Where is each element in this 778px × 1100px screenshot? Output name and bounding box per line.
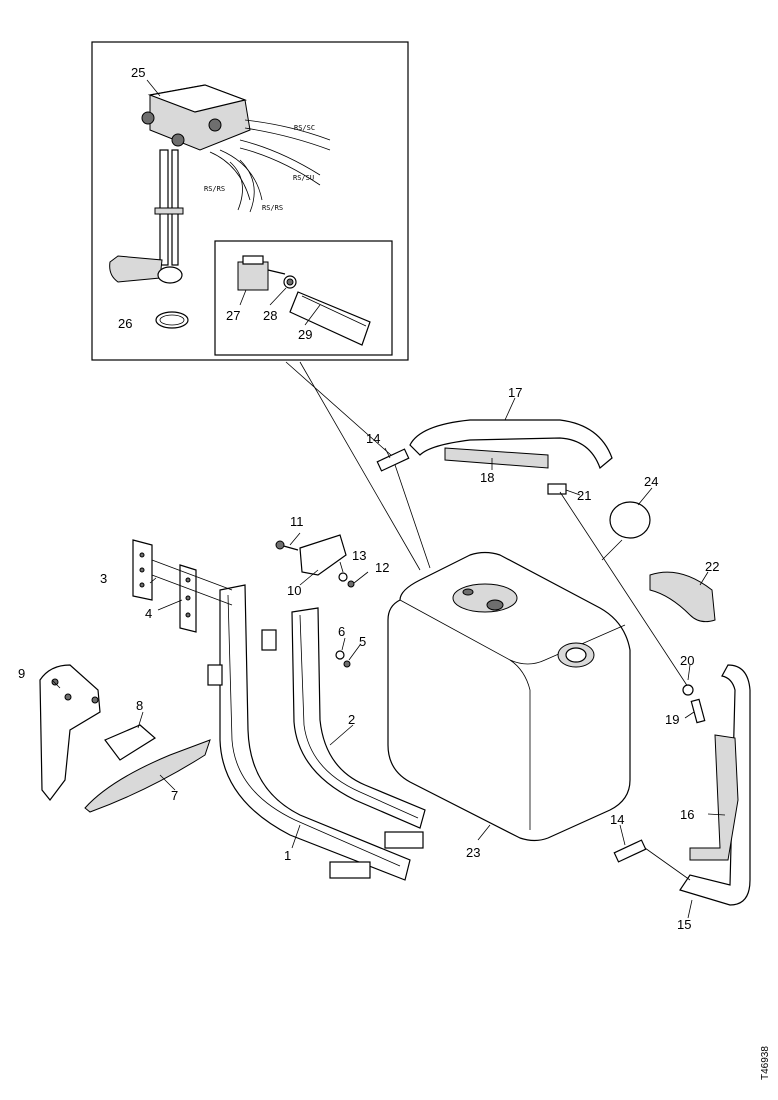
clamp-bracket [275,534,355,668]
callout-18: 18 [480,470,494,485]
callout-labels: 25 26 27 28 29 17 14 18 21 24 11 13 12 1… [18,65,719,932]
mounting-plate [132,539,233,633]
callout-13: 13 [352,548,366,563]
callout-1: 1 [284,848,291,863]
sender-unit-inset: RS/SC RS/SU RS/RS RS/RS [91,41,409,361]
strap-cover [649,571,716,623]
fuel-level-sender [109,84,251,284]
hose-label-rs-su: RS/SU [293,174,314,182]
hose-label-rs-rs-1: RS/RS [204,185,225,193]
callout-22: 22 [705,559,719,574]
callout-3: 3 [100,571,107,586]
hose-label-rs-rs-2: RS/RS [262,204,283,212]
callout-8: 8 [136,698,143,713]
tank-strap-right [613,664,751,906]
callout-27: 27 [226,308,240,323]
callout-9: 9 [18,666,25,681]
callout-11: 11 [290,514,304,529]
callout-14-upper: 14 [366,431,380,446]
callout-leaders [51,79,726,919]
callout-4: 4 [145,606,152,621]
callout-15: 15 [677,917,691,932]
callout-16: 16 [680,807,694,822]
callout-25: 25 [131,65,145,80]
hose-label-rs-sc: RS/SC [294,124,315,132]
callout-20: 20 [680,653,694,668]
hose-fitting-sub-inset [214,240,393,356]
callout-26: 26 [118,316,132,331]
callout-28: 28 [263,308,277,323]
cover-cap [601,501,651,561]
callout-17: 17 [508,385,522,400]
callout-14-lower: 14 [610,812,624,827]
callout-24: 24 [644,474,658,489]
callout-6: 6 [338,624,345,639]
callout-5: 5 [359,634,366,649]
seal-ring [155,311,189,329]
callout-19: 19 [665,712,679,727]
tank-support-bracket [207,584,426,881]
callout-23: 23 [466,845,480,860]
callout-21: 21 [577,488,591,503]
fuel-tank [387,551,631,842]
tank-strap-upper [376,419,613,495]
callout-10: 10 [287,583,301,598]
callout-29: 29 [298,327,312,342]
drawing-reference-number: T46938 [760,1046,771,1080]
callout-12: 12 [375,560,389,575]
callout-7: 7 [171,788,178,803]
callout-2: 2 [348,712,355,727]
step-bracket-assembly [39,664,211,813]
hose-fitting [237,255,371,346]
